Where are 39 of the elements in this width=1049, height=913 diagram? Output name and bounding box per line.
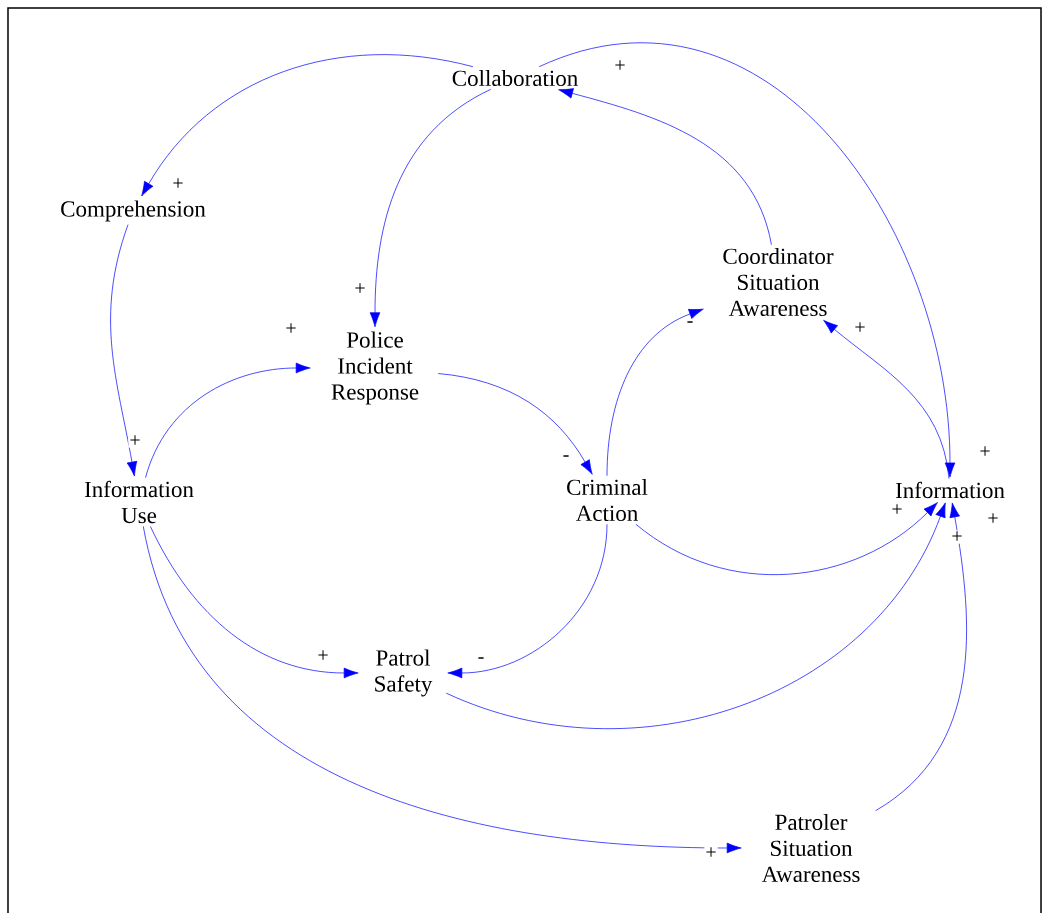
arrow: [150, 526, 359, 679]
polarity-sign: +: [613, 59, 627, 73]
arrow: [635, 502, 938, 575]
arrow: [142, 526, 742, 854]
polarity-sign: +: [978, 445, 992, 459]
arrow: [538, 42, 956, 478]
polarity-sign: +: [890, 503, 904, 517]
polarity-sign: +: [986, 512, 1000, 526]
arrow: [447, 523, 608, 679]
polarity-sign: +: [284, 322, 298, 336]
arrow: [369, 88, 492, 328]
variable-label: Coordinator Situation Awareness: [723, 247, 834, 317]
variable-label: Information: [895, 481, 1005, 499]
arrow: [141, 54, 474, 197]
arrow: [437, 373, 593, 475]
variable-label: Police Incident Response: [331, 331, 419, 405]
polarity-sign: +: [950, 530, 964, 544]
polarity-sign: +: [353, 282, 367, 296]
polarity-sign: +: [704, 846, 718, 860]
polarity-sign: -: [476, 656, 486, 664]
arrow: [875, 502, 967, 812]
arrow: [823, 319, 950, 479]
variable-label: Comprehension: [61, 200, 206, 222]
arrow: [606, 308, 704, 477]
arrow: [145, 362, 311, 478]
arrow: [558, 88, 772, 246]
polarity-sign: +: [853, 321, 867, 335]
variable-label: Criminal Action: [567, 478, 648, 522]
polarity-sign: +: [316, 649, 330, 663]
arrow: [110, 224, 138, 477]
polarity-sign: -: [685, 320, 695, 328]
polarity-sign: -: [561, 454, 571, 462]
variable-label: Patroler Situation Awareness: [761, 813, 860, 883]
polarity-sign: +: [171, 177, 185, 191]
variable-label: Patrol Safety: [375, 649, 433, 697]
variable-label: Information Use: [84, 480, 194, 524]
polarity-sign: +: [128, 434, 142, 448]
variable-label: Collaboration: [452, 69, 578, 87]
arrow: [445, 502, 946, 729]
